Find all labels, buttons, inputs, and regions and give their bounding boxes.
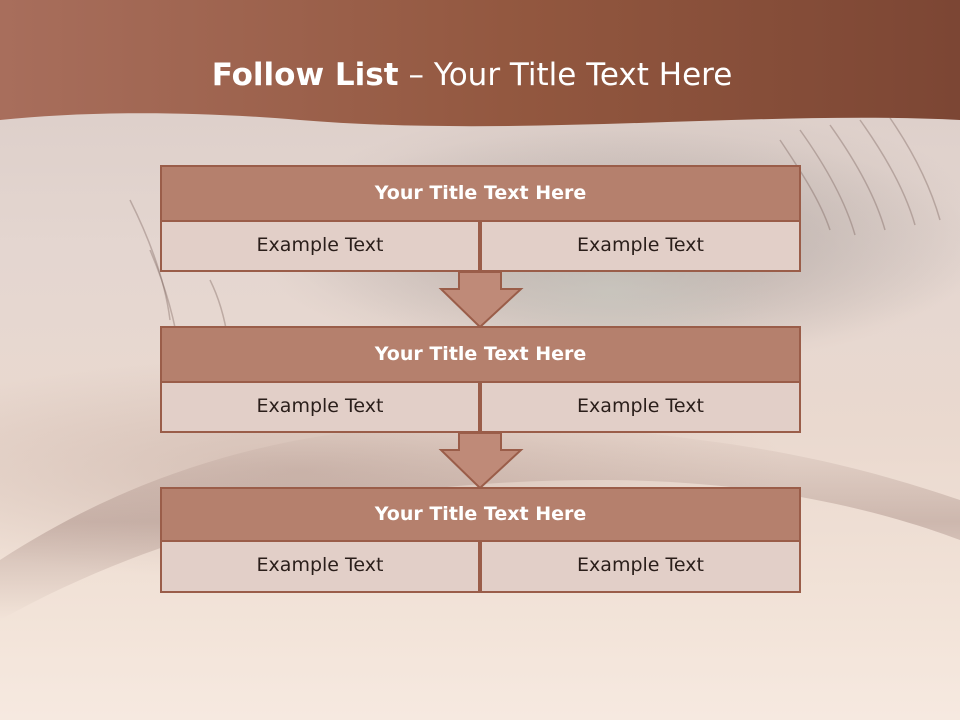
slide-title: Follow List– Your Title Text Here [0, 52, 944, 98]
block-cell-left: Example Text [160, 383, 480, 433]
block-cell-right: Example Text [480, 222, 801, 272]
list-block-3: Your Title Text Here Example Text Exampl… [160, 487, 801, 593]
title-bold: Follow List [211, 57, 399, 93]
block-cell-left: Example Text [160, 542, 480, 593]
block-title: Your Title Text Here [160, 326, 801, 383]
block-title: Your Title Text Here [160, 165, 801, 222]
block-title: Your Title Text Here [160, 487, 801, 542]
block-row: Example Text Example Text [160, 542, 801, 593]
down-arrow-icon [438, 432, 524, 490]
list-block-1: Your Title Text Here Example Text Exampl… [160, 165, 801, 272]
block-row: Example Text Example Text [160, 222, 801, 272]
block-row: Example Text Example Text [160, 383, 801, 433]
title-rest: – Your Title Text Here [408, 57, 733, 93]
header-band [0, 0, 960, 127]
list-block-2: Your Title Text Here Example Text Exampl… [160, 326, 801, 433]
down-arrow-icon [438, 271, 524, 329]
block-cell-left: Example Text [160, 222, 480, 272]
block-cell-right: Example Text [480, 383, 801, 433]
block-cell-right: Example Text [480, 542, 801, 593]
